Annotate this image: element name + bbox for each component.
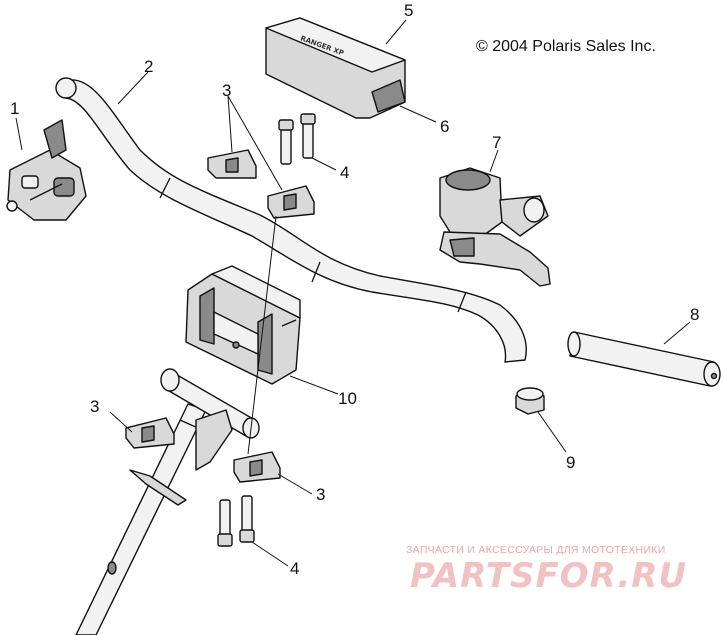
callout-3-left: 3 <box>90 397 99 416</box>
handlebar-pad: RANGER XP <box>265 17 406 119</box>
bar-end-plug <box>515 387 545 415</box>
clamp-upper-center <box>267 185 315 219</box>
steering-column <box>75 368 260 635</box>
callout-2: 2 <box>144 57 153 76</box>
copyright-notice: © 2004 Polaris Sales Inc. <box>476 38 656 55</box>
brake-master-cylinder <box>439 167 551 287</box>
callout-3-lower: 3 <box>316 485 325 504</box>
watermark-brand: PARTSFOR.RU <box>410 556 687 596</box>
clamp-lower-right <box>233 451 281 483</box>
watermark-tagline: ЗАПЧАСТИ И АКСЕССУАРЫ ДЛЯ МОТОТЕХНИКИ <box>406 544 666 556</box>
callout-4-lower: 4 <box>290 559 299 578</box>
callout-1: 1 <box>10 99 19 118</box>
bolts-upper <box>278 113 316 165</box>
callout-9: 9 <box>566 453 575 472</box>
callout-4-upper: 4 <box>340 163 349 182</box>
clamp-lower-left <box>125 417 175 449</box>
callout-10: 10 <box>338 389 357 408</box>
callout-7: 7 <box>492 133 501 152</box>
handlebar-mount <box>185 265 301 385</box>
callout-8: 8 <box>690 305 699 324</box>
handlebar-grip <box>567 331 721 387</box>
callout-6: 6 <box>440 117 449 136</box>
handlebar-tube <box>55 77 527 363</box>
clamp-upper-left <box>207 149 257 179</box>
callout-5: 5 <box>404 1 413 20</box>
leader-lines <box>15 19 691 567</box>
bolts-lower <box>217 495 255 547</box>
handlebar-switch <box>6 119 87 221</box>
callout-3-upper: 3 <box>222 81 231 100</box>
